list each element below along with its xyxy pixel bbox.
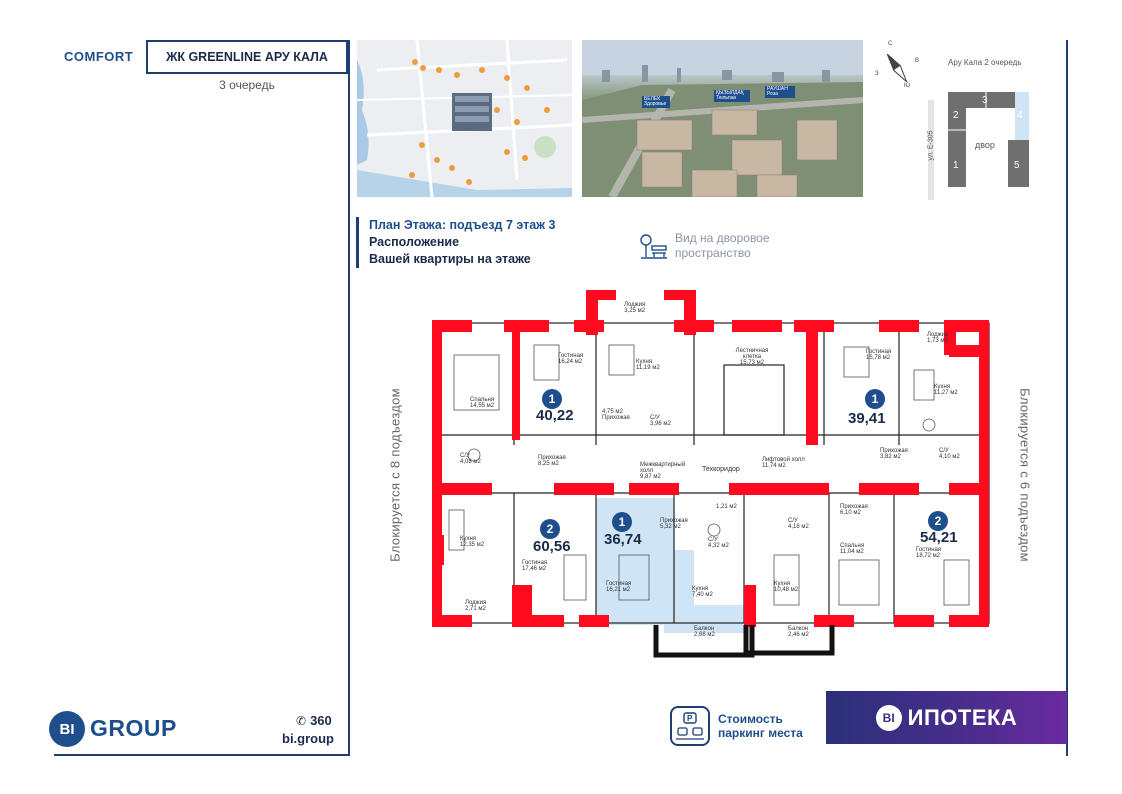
compass-icon: С В Ю З	[872, 41, 922, 93]
compass-e: В	[915, 58, 920, 64]
phone-text: 360	[310, 713, 332, 728]
ipoteka-banner[interactable]: BI ИПОТЕКА	[826, 691, 1067, 744]
section-3: 3	[982, 95, 988, 106]
room-count-badge: 1	[865, 389, 885, 409]
apartment-area-2: 39,41	[848, 410, 886, 427]
view-legend-text: Вид на дворовое пространство	[675, 231, 770, 260]
phone-number[interactable]: ✆ 360	[296, 713, 332, 728]
view-legend: Вид на дворовое пространство	[638, 231, 770, 261]
park-bench-icon	[640, 234, 667, 259]
svg-text:P: P	[687, 714, 693, 723]
project-name: ЖК GREENLINE АРУ КАЛА	[166, 50, 328, 64]
apartment-area-1: 40,22	[536, 407, 574, 424]
room-count-badge: 2	[540, 519, 560, 539]
apartment-badge-3[interactable]: 2	[540, 519, 560, 539]
street-label: ул. Е-305	[927, 130, 935, 161]
plan-heading: План Этажа: подъезд 7 этаж 3 Расположени…	[356, 217, 555, 268]
parking-price-link[interactable]: P Стоимость паркинг места	[670, 706, 803, 746]
plan-subtitle-1: Расположение	[369, 235, 460, 249]
apartment-area-3: 60,56	[533, 538, 571, 555]
bi-group-logo: BI	[49, 711, 85, 747]
bi-group-logo-text: GROUP	[90, 715, 177, 741]
website-link[interactable]: bi.group	[282, 731, 334, 746]
floor-plan: 1 40,22 1 39,41 2 60,56 1 36,74 2 54,21 …	[374, 285, 1034, 665]
section-1: 1	[953, 160, 959, 171]
compass-s: Ю	[904, 83, 911, 89]
scheme-title: Ару Кала 2 очередь	[948, 58, 1022, 67]
room-count-badge: 1	[542, 389, 562, 409]
compass-w: З	[875, 71, 879, 77]
apartment-area-5: 54,21	[920, 529, 958, 546]
aerial-graphic	[582, 40, 863, 197]
queue-label: 3 очередь	[219, 78, 275, 92]
parking-icon: P	[670, 706, 710, 746]
ipoteka-text: ИПОТЕКА	[907, 704, 1018, 730]
project-name-box: ЖК GREENLINE АРУ КАЛА	[146, 40, 348, 74]
parking-text: Стоимость паркинг места	[718, 712, 803, 740]
phone-icon: ✆	[296, 713, 307, 728]
apartment-badge-1[interactable]: 1	[542, 389, 562, 409]
map-graphic	[357, 40, 572, 197]
floor-plan-drawing	[432, 290, 990, 658]
room-label: 1,21 м2	[716, 504, 737, 510]
section-5: 5	[1014, 160, 1020, 171]
apartment-badge-4[interactable]: 1	[612, 512, 632, 532]
apartment-badge-2[interactable]: 1	[865, 389, 885, 409]
plan-title: План Этажа: подъезд 7 этаж 3	[369, 218, 556, 232]
right-divider	[1066, 40, 1068, 756]
room-label: Техкоридор	[702, 466, 740, 473]
yard-label: двор	[975, 140, 995, 150]
room-count-badge: 2	[928, 511, 948, 531]
compass-n: С	[888, 41, 893, 47]
site-scheme: 2 1 3 4 5 двор ул. Е-305	[920, 70, 1040, 205]
room-count-badge: 1	[612, 512, 632, 532]
left-divider	[348, 40, 350, 756]
section-4: 4	[1017, 110, 1023, 121]
footer-divider	[54, 754, 349, 756]
location-map	[357, 40, 572, 197]
class-label: COMFORT	[64, 49, 134, 64]
apartment-area-4: 36,74	[604, 531, 642, 548]
section-2: 2	[953, 110, 959, 121]
apartment-badge-5[interactable]: 2	[928, 511, 948, 531]
ipoteka-logo-bi: BI	[875, 704, 902, 731]
plan-subtitle-2: Вашей квартиры на этаже	[369, 252, 531, 266]
